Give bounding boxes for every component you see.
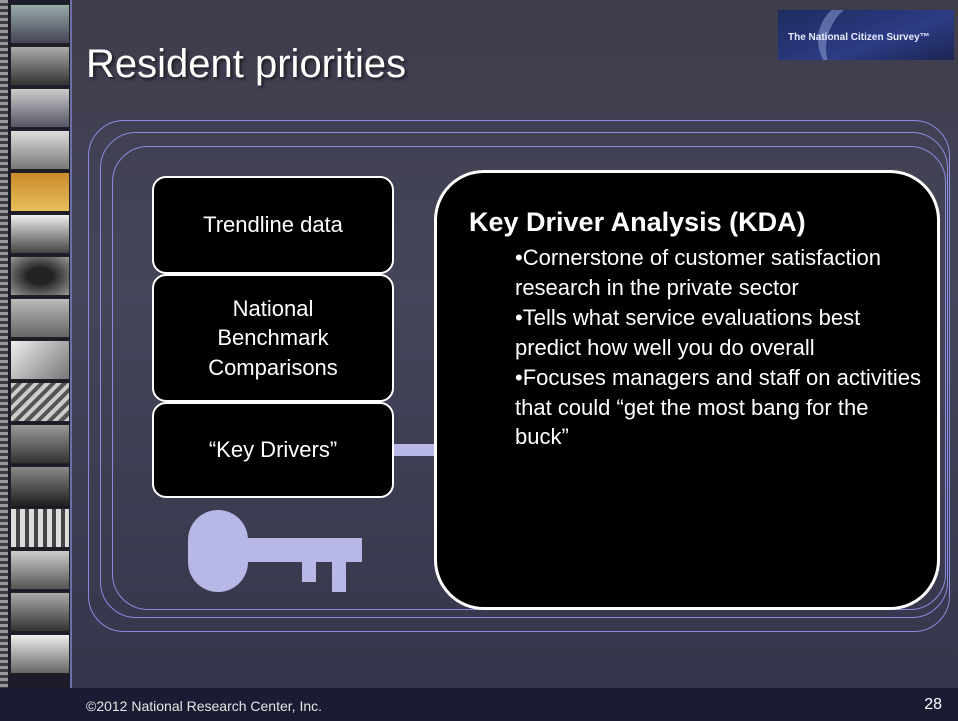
key-drivers-box: “Key Drivers” [152, 402, 394, 498]
photo-thumbnail [10, 172, 70, 212]
kda-bullet: •Focuses managers and staff on activitie… [515, 364, 921, 450]
kda-bullet: •Cornerstone of customer satisfaction re… [515, 245, 881, 300]
photo-thumbnail [10, 592, 70, 632]
footer-bar: ©2012 National Research Center, Inc. 28 [0, 688, 958, 721]
key-icon [188, 510, 362, 592]
photo-thumbnail [10, 4, 70, 44]
key-drivers-label: “Key Drivers” [208, 437, 338, 463]
kda-panel: Key Driver Analysis (KDA) •Cornerstone o… [434, 170, 940, 610]
trendline-data-box: Trendline data [152, 176, 394, 274]
photo-thumbnail [10, 634, 70, 674]
photo-thumbnail [10, 256, 70, 296]
photo-thumbnail [10, 298, 70, 338]
benchmark-comparisons-box: National Benchmark Comparisons [152, 274, 394, 402]
ncs-logo: The National Citizen Survey™ [778, 10, 954, 60]
photo-thumbnail [10, 508, 70, 548]
photo-thumbnail [10, 46, 70, 86]
kda-title: Key Driver Analysis (KDA) [469, 207, 806, 237]
photo-thumbnail [10, 340, 70, 380]
kda-bullet: •Tells what service evaluations best pre… [515, 304, 861, 360]
benchmark-comparisons-label: National Benchmark Comparisons [208, 296, 338, 380]
outline-frame [88, 120, 950, 632]
photo-thumbnail [10, 130, 70, 170]
logo-text: The National Citizen Survey™ [788, 32, 930, 43]
outline-frame [100, 132, 948, 618]
photo-strip [0, 0, 72, 721]
slide-title: Resident priorities [86, 42, 407, 86]
photo-thumbnail [10, 550, 70, 590]
photo-thumbnail [10, 88, 70, 128]
photo-thumbnail [10, 424, 70, 464]
photo-thumbnail [10, 382, 70, 422]
photo-thumbnail [10, 466, 70, 506]
page-number: 28 [924, 696, 942, 713]
photo-thumbnail [10, 214, 70, 254]
connector-line [394, 444, 436, 456]
copyright-text: ©2012 National Research Center, Inc. [86, 698, 323, 714]
trendline-data-label: Trendline data [203, 212, 343, 238]
film-edge [0, 0, 8, 721]
kda-bullet-list: •Cornerstone of customer satisfaction re… [515, 243, 925, 452]
